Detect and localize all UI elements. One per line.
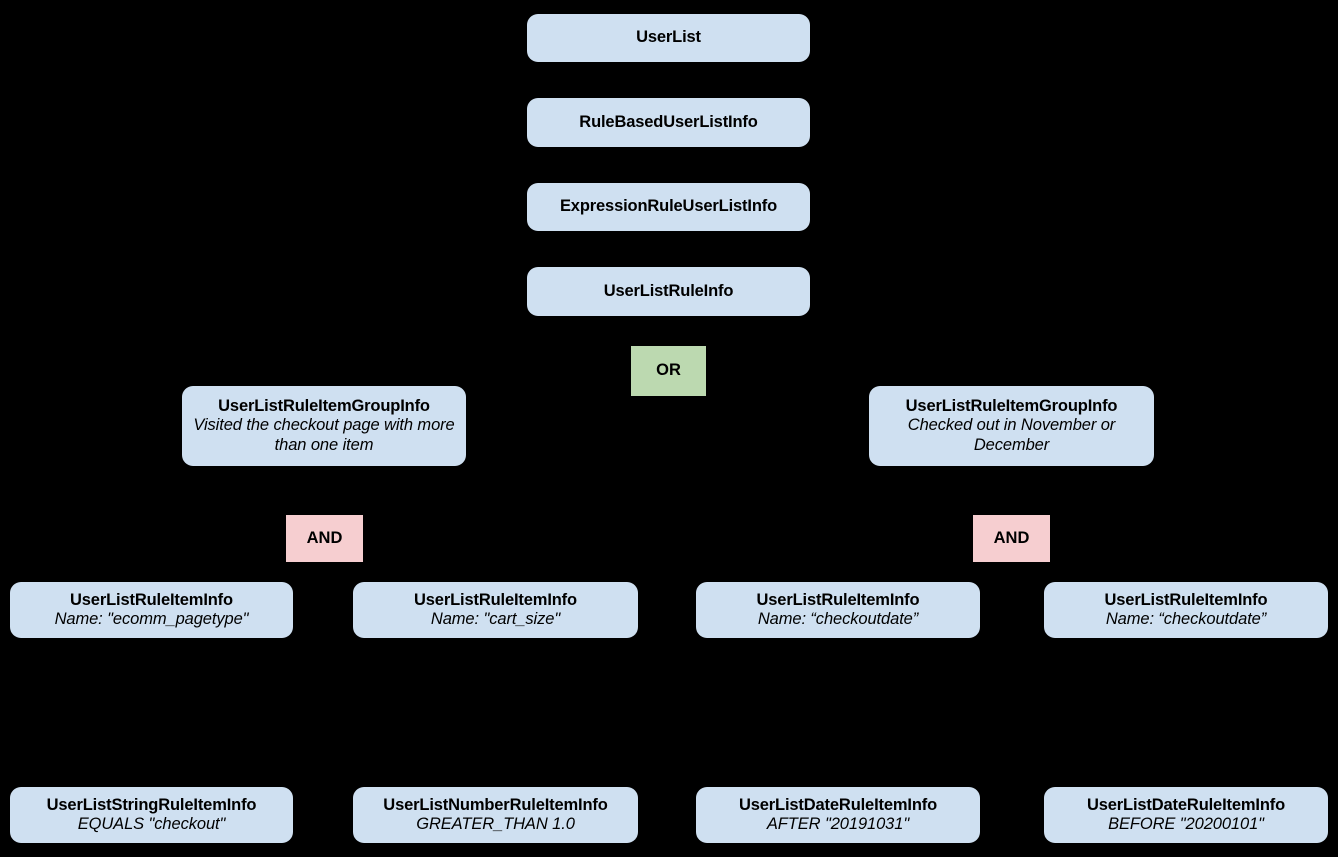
node-rule-item-0[interactable]: UserListRuleItemInfo Name: "ecomm_pagety… — [10, 582, 293, 638]
node-userlist[interactable]: UserList — [527, 14, 810, 62]
node-description: Name: “checkoutdate” — [757, 610, 919, 628]
node-description: Name: “checkoutdate” — [1105, 610, 1267, 628]
node-description: GREATER_THAN 1.0 — [416, 815, 575, 833]
operator-and-right[interactable]: AND — [973, 515, 1050, 562]
node-title: UserListDateRuleItemInfo — [1086, 795, 1286, 814]
operator-and-left[interactable]: AND — [286, 515, 363, 562]
node-description: Checked out in November or December — [907, 416, 1116, 454]
node-title: UserListRuleItemGroupInfo — [218, 396, 430, 415]
node-title: UserListRuleItemInfo — [756, 590, 920, 609]
node-description: EQUALS "checkout" — [77, 815, 226, 833]
node-description: Name: "ecomm_pagetype" — [54, 610, 249, 628]
node-rule-item-1[interactable]: UserListRuleItemInfo Name: "cart_size" — [353, 582, 638, 638]
operator-or[interactable]: OR — [631, 346, 706, 396]
node-title: UserListRuleItemInfo — [414, 590, 577, 609]
node-title: UserListRuleItemInfo — [70, 590, 233, 609]
node-title: UserListDateRuleItemInfo — [738, 795, 938, 814]
node-title: UserListStringRuleItemInfo — [46, 795, 257, 814]
node-leaf-item-0[interactable]: UserListStringRuleItemInfo EQUALS "check… — [10, 787, 293, 843]
node-leaf-item-2[interactable]: UserListDateRuleItemInfo AFTER "20191031… — [696, 787, 980, 843]
node-title: UserListRuleItemGroupInfo — [905, 396, 1118, 415]
node-title: RuleBasedUserListInfo — [579, 112, 758, 131]
node-expression-rule-userlist-info[interactable]: ExpressionRuleUserListInfo — [527, 183, 810, 231]
node-title: UserListNumberRuleItemInfo — [383, 795, 608, 814]
operator-label: AND — [306, 528, 343, 547]
node-rule-item-2[interactable]: UserListRuleItemInfo Name: “checkoutdate… — [696, 582, 980, 638]
node-title: ExpressionRuleUserListInfo — [559, 197, 778, 216]
node-description: BEFORE "20200101" — [1108, 815, 1264, 833]
operator-label: AND — [993, 528, 1030, 547]
node-userlist-rule-info[interactable]: UserListRuleInfo — [527, 267, 810, 316]
node-title: UserList — [636, 28, 701, 47]
node-description: Visited the checkout page with more than… — [193, 416, 455, 454]
node-description: AFTER "20191031" — [766, 815, 910, 833]
node-title: UserListRuleInfo — [603, 281, 734, 300]
node-group-left[interactable]: UserListRuleItemGroupInfo Visited the ch… — [182, 386, 466, 466]
node-description: Name: "cart_size" — [430, 610, 561, 628]
node-title: UserListRuleItemInfo — [1104, 590, 1268, 609]
node-leaf-item-1[interactable]: UserListNumberRuleItemInfo GREATER_THAN … — [353, 787, 638, 843]
node-rule-item-3[interactable]: UserListRuleItemInfo Name: “checkoutdate… — [1044, 582, 1328, 638]
operator-label: OR — [656, 361, 681, 380]
node-leaf-item-3[interactable]: UserListDateRuleItemInfo BEFORE "2020010… — [1044, 787, 1328, 843]
node-group-right[interactable]: UserListRuleItemGroupInfo Checked out in… — [869, 386, 1154, 466]
node-rule-based-userlist-info[interactable]: RuleBasedUserListInfo — [527, 98, 810, 147]
